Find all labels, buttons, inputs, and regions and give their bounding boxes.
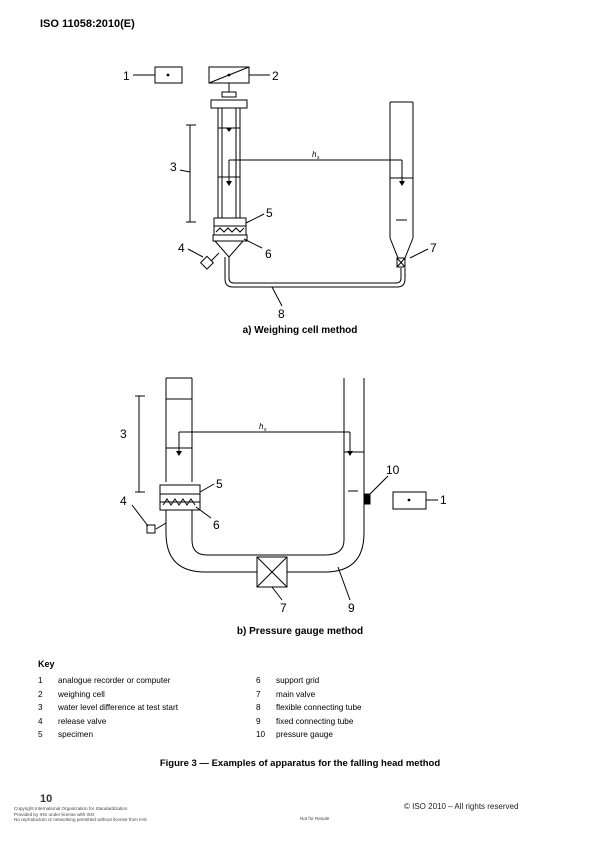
license-line: Copyright International Organization for…	[14, 806, 128, 811]
callout-a-5: 5	[266, 206, 273, 220]
callout-b-9: 9	[348, 601, 355, 615]
callout-a-1: 1	[123, 69, 130, 83]
key-num: 3	[38, 703, 43, 713]
key-num: 5	[38, 730, 43, 740]
callout-b-1: 1	[440, 493, 447, 507]
license-line: No reproduction or networking permitted …	[14, 817, 147, 823]
key-list-left: 1 analogue recorder or computer 2 weighing…	[38, 674, 178, 742]
head-label-b: h	[259, 422, 264, 431]
key-row: 7 main valve	[256, 688, 362, 702]
callout-a-7: 7	[430, 241, 437, 255]
callout-a-6: 6	[265, 247, 272, 261]
key-text: fixed connecting tube	[276, 716, 354, 726]
key-row: 8 flexible connecting tube	[256, 701, 362, 715]
key-text: release valve	[58, 716, 107, 726]
key-row: 1 analogue recorder or computer	[38, 674, 178, 688]
page-number: 10	[40, 793, 53, 805]
left-column-cap	[210, 99, 248, 109]
license-notice: Copyright International Organization for…	[14, 806, 147, 823]
key-text: water level difference at test start	[58, 703, 178, 713]
figure-b-caption: b) Pressure gauge method	[236, 626, 364, 637]
callout-b-4: 4	[120, 494, 127, 508]
key-num: 2	[38, 689, 43, 699]
callout-a-3: 3	[170, 160, 177, 174]
head-sub-a: s	[317, 155, 320, 161]
key-row: 4 release valve	[38, 715, 178, 729]
key-text: pressure gauge	[276, 730, 333, 740]
key-text: analogue recorder or computer	[58, 676, 171, 685]
callout-b-5: 5	[216, 477, 223, 491]
pressure-gauge-b	[363, 493, 371, 505]
key-title: Key	[38, 659, 55, 669]
key-row: 3 water level difference at test start	[38, 701, 178, 715]
document-header: ISO 11058:2010(E)	[40, 18, 135, 30]
key-row: 5 specimen	[38, 728, 178, 742]
callout-b-6: 6	[213, 518, 220, 532]
callout-a-4: 4	[178, 241, 185, 255]
key-text: main valve	[276, 689, 316, 699]
key-row: 9 fixed connecting tube	[256, 715, 362, 729]
key-num: 8	[256, 703, 261, 713]
figure-b-diagram: 1 3 4 5 6 7 9 10 h s	[120, 377, 447, 615]
figure-title: Figure 3 — Examples of apparatus for the…	[159, 758, 441, 769]
key-num: 6	[256, 676, 261, 685]
key-num: 10	[256, 730, 266, 740]
head-label-a: h	[312, 150, 317, 159]
key-row: 6 support grid	[256, 674, 362, 688]
key-text: specimen	[58, 730, 94, 740]
callout-b-7: 7	[280, 601, 287, 615]
figure-a-diagram: 1 2 3 4 5 6 7 8 h s	[123, 66, 437, 321]
key-list-right: 6 support grid 7 main valve 8 flexible conn…	[256, 674, 362, 742]
key-num: 7	[256, 689, 261, 699]
key-text: flexible connecting tube	[276, 703, 362, 713]
key-row: 2 weighing cell	[38, 688, 178, 702]
key-num: 1	[38, 676, 43, 685]
copyright-notice: © ISO 2010 – All rights reserved	[404, 802, 519, 811]
license-line: Provided by IHS under license with ISO	[14, 811, 95, 817]
key-num: 9	[256, 716, 261, 726]
specimen-cell-b	[159, 484, 201, 511]
key-row: 10 pressure gauge	[256, 728, 362, 742]
callout-a-8: 8	[278, 307, 285, 321]
not-for-resale: Not for Resale	[300, 816, 330, 821]
head-sub-b: s	[264, 427, 267, 433]
callout-b-10: 10	[386, 463, 400, 477]
key-text: weighing cell	[58, 689, 105, 699]
figure-a-caption: a) Weighing cell method	[242, 325, 358, 336]
key-num: 4	[38, 716, 43, 726]
callout-a-2: 2	[272, 69, 279, 83]
key-text: support grid	[276, 676, 320, 685]
callout-b-3: 3	[120, 427, 127, 441]
